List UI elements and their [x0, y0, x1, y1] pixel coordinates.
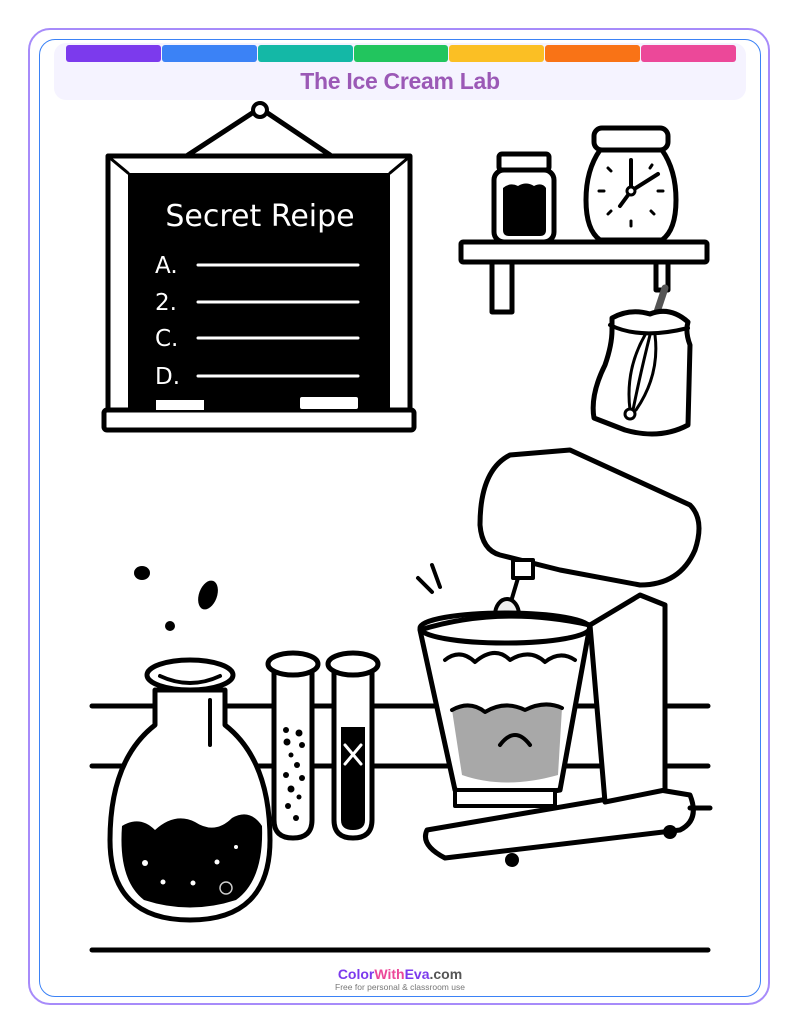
jar-icon	[491, 151, 557, 245]
chalkboard-line-marker: C.	[155, 326, 178, 352]
rainbow-segment-purple	[66, 45, 161, 62]
inner-page-border	[39, 39, 761, 997]
rainbow-segment-yellow	[449, 45, 545, 62]
test-tube-x-icon	[325, 650, 381, 841]
outer-page-border	[28, 28, 770, 1005]
rainbow-segment-green	[353, 45, 449, 62]
rainbow-segment-blue	[161, 45, 257, 62]
footer-tagline: Free for personal & classroom use	[335, 982, 465, 992]
wall-shelf-icon	[458, 239, 710, 315]
chalkboard-line-marker: D.	[155, 364, 180, 390]
rainbow-bar	[66, 45, 737, 62]
brand-part-domain: .com	[429, 966, 463, 982]
footer: ColorWithEva.com Free for personal & cla…	[0, 967, 800, 993]
brand-logo[interactable]: ColorWithEva.com	[0, 967, 800, 982]
clock-jar-icon	[583, 125, 679, 243]
chalkboard-line-marker: 2.	[155, 290, 177, 316]
rainbow-segment-pink	[641, 45, 737, 62]
bubbles-icon	[134, 566, 218, 631]
brand-part-color: Color	[337, 966, 375, 982]
rainbow-segment-orange	[545, 45, 641, 62]
whisk-bag-icon	[590, 284, 693, 437]
chalkboard-icon	[101, 101, 417, 433]
chalkboard-line-marker: A.	[155, 253, 178, 279]
chalkboard-heading: Secret Reipe	[165, 199, 354, 234]
stand-mixer-icon	[416, 447, 713, 867]
flask-icon	[107, 657, 273, 923]
page-title: The Ice Cream Lab	[300, 68, 500, 94]
test-tube-dots-icon	[265, 650, 321, 841]
rainbow-segment-teal	[257, 45, 353, 62]
brand-part-eva: Eva	[404, 966, 430, 982]
brand-part-with: With	[374, 966, 405, 982]
